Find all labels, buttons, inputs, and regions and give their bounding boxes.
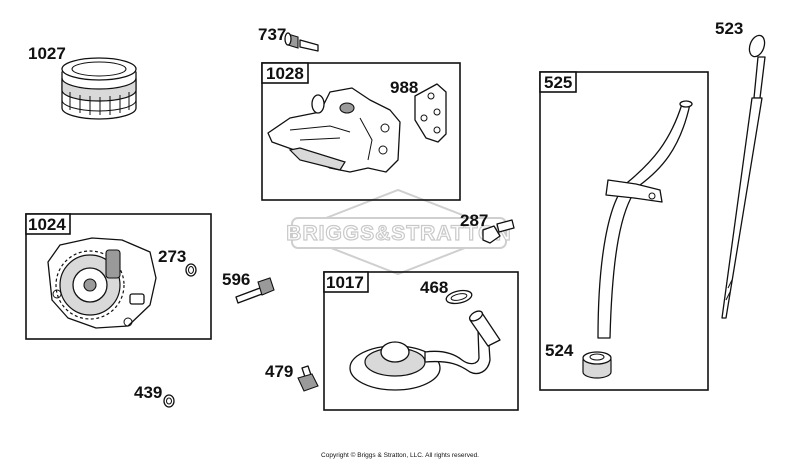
- part-1028-oil-pump-housing[interactable]: [267, 87, 401, 173]
- copyright-notice: Copyright © Briggs & Stratton, LLC. All …: [321, 451, 479, 459]
- label-1017: 1017: [326, 273, 364, 292]
- tag-1017: [323, 271, 369, 293]
- label-1024: 1024: [28, 215, 66, 234]
- watermark-text: BRIGGS&STRATTON: [286, 222, 511, 245]
- label-468: 468: [420, 278, 448, 297]
- part-737-bolt[interactable]: 737: [258, 25, 319, 52]
- part-1024-oil-pump[interactable]: [47, 237, 157, 329]
- part-273-o-ring[interactable]: 273: [158, 247, 197, 277]
- part-523-dipstick[interactable]: 523: [715, 19, 767, 319]
- part-988-gasket[interactable]: 988: [390, 78, 447, 143]
- part-525-dipstick-tube[interactable]: [597, 100, 693, 339]
- label-737: 737: [258, 25, 286, 44]
- part-524-grommet[interactable]: 524: [545, 341, 612, 379]
- box-1028: [261, 62, 461, 201]
- part-287-screw[interactable]: 287: [460, 211, 515, 244]
- label-1028: 1028: [266, 64, 304, 83]
- tag-525: [539, 71, 577, 93]
- label-273: 273: [158, 247, 186, 266]
- label-525: 525: [544, 73, 572, 92]
- label-287: 287: [460, 211, 488, 230]
- part-1027-oil-filter[interactable]: 1027: [28, 44, 137, 120]
- box-1017: [323, 271, 519, 411]
- box-525: [539, 71, 709, 391]
- part-596-bolt[interactable]: 596: [222, 270, 275, 304]
- part-1017-oil-pickup[interactable]: [349, 309, 501, 391]
- label-523: 523: [715, 19, 743, 38]
- label-1027: 1027: [28, 44, 66, 63]
- part-479-screw[interactable]: 479: [265, 362, 319, 392]
- tag-1024: [25, 213, 71, 235]
- watermark-logo: BRIGGS&STRATTON: [286, 188, 511, 276]
- label-524: 524: [545, 341, 574, 360]
- box-1024: [25, 213, 212, 340]
- label-439: 439: [134, 383, 162, 402]
- tag-1028: [261, 62, 309, 84]
- label-596: 596: [222, 270, 250, 289]
- part-468-o-ring[interactable]: 468: [420, 278, 473, 306]
- part-439-washer[interactable]: 439: [134, 383, 175, 408]
- label-988: 988: [390, 78, 418, 97]
- label-479: 479: [265, 362, 293, 381]
